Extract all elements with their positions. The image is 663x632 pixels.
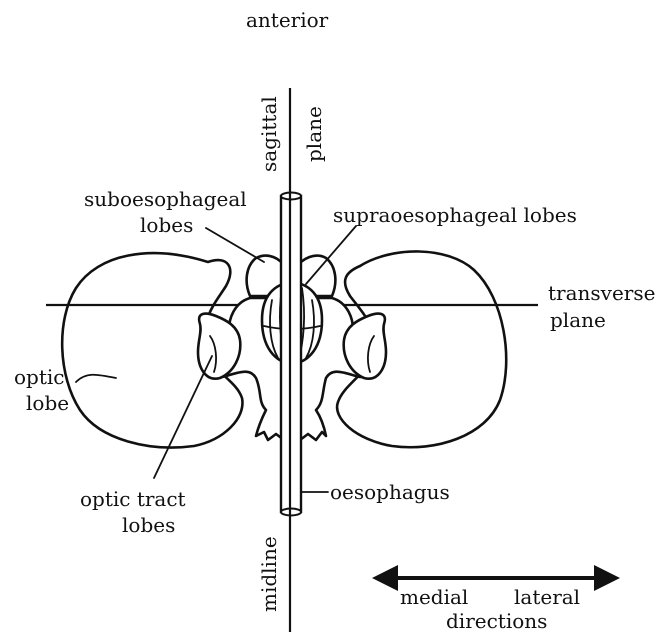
directions-label: directions — [446, 609, 547, 632]
transverse-label-line2: plane — [550, 308, 606, 332]
optic-tract-label-line1: optic tract — [80, 487, 186, 511]
optic-tract-label-line2: lobes — [122, 513, 175, 537]
oesophagus-label: oesophagus — [330, 480, 450, 504]
transverse-label-line1: transverse — [548, 281, 655, 305]
medial-label: medial — [400, 585, 468, 609]
optic-lobe-label-line2: lobe — [26, 391, 69, 415]
supraoesophageal-label: supraoesophageal lobes — [333, 203, 577, 227]
anterior-label: anterior — [246, 8, 329, 32]
suboesophageal-label-line2: lobes — [140, 213, 193, 237]
sagittal-label: sagittal — [257, 96, 281, 172]
suboesophageal-label-line1: suboesophageal — [84, 187, 247, 211]
leader-suboesophageal — [206, 228, 264, 262]
sagittal-plane-label: plane — [302, 106, 326, 162]
optic-lobe-label-line1: optic — [14, 365, 64, 389]
lateral-label: lateral — [514, 585, 580, 609]
midline-label: midline — [257, 536, 281, 612]
